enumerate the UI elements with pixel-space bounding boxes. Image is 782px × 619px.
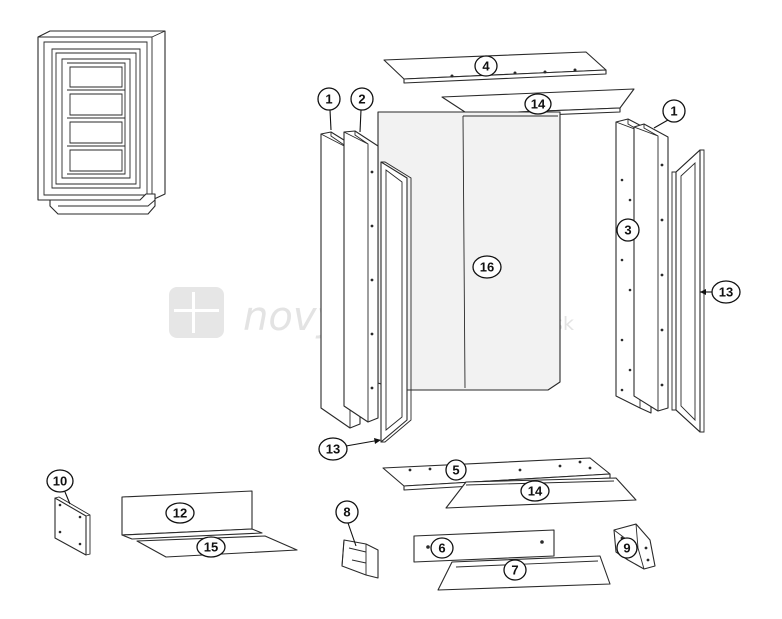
right-door xyxy=(671,149,705,433)
callout-7: 7 xyxy=(503,559,527,581)
callout-7-label: 7 xyxy=(511,563,518,578)
callout-14-top: 14 xyxy=(524,93,552,115)
callouts: 1 2 4 14 1 3 16 xyxy=(46,55,741,581)
callout-1-left-label: 1 xyxy=(325,92,332,107)
callout-6: 6 xyxy=(430,537,454,559)
assembled-cabinet-thumbnail xyxy=(37,30,166,215)
callout-4: 4 xyxy=(474,55,498,77)
callout-10-label: 10 xyxy=(53,474,67,489)
small-side-plate xyxy=(54,496,91,556)
callout-3: 3 xyxy=(616,218,640,242)
callout-14-top-label: 14 xyxy=(531,97,546,112)
callout-12-label: 12 xyxy=(173,506,187,521)
callout-8: 8 xyxy=(335,500,359,547)
callout-16-label: 16 xyxy=(480,260,494,275)
watermark-logo-mark xyxy=(169,287,224,338)
callout-13-right: 13 xyxy=(700,280,741,304)
callout-6-label: 6 xyxy=(438,541,445,556)
callout-5-label: 5 xyxy=(452,463,459,478)
callout-8-label: 8 xyxy=(343,505,350,520)
callout-10: 10 xyxy=(46,469,74,505)
callout-1-right: 1 xyxy=(653,99,686,129)
callout-2-label: 2 xyxy=(358,92,365,107)
callout-15-label: 15 xyxy=(204,540,218,555)
right-outer-side-panel xyxy=(633,123,669,412)
callout-16: 16 xyxy=(472,255,502,279)
left-divider-panel xyxy=(343,130,379,423)
left-door xyxy=(380,161,412,443)
callout-2: 2 xyxy=(350,87,374,133)
callout-5: 5 xyxy=(445,459,467,481)
callout-1-left: 1 xyxy=(317,87,341,131)
callout-15: 15 xyxy=(196,536,226,558)
callout-13-left: 13 xyxy=(318,437,381,461)
callout-9: 9 xyxy=(616,537,638,559)
callout-9-label: 9 xyxy=(623,541,630,556)
callout-12: 12 xyxy=(165,502,195,524)
callout-14-bottom: 14 xyxy=(520,480,550,502)
callout-14-bottom-label: 14 xyxy=(528,484,543,499)
foot-bracket xyxy=(341,539,379,579)
callout-13-left-label: 13 xyxy=(326,442,340,457)
callout-3-label: 3 xyxy=(624,223,631,238)
callout-4-label: 4 xyxy=(482,59,490,74)
callout-1-right-label: 1 xyxy=(670,104,677,119)
callout-13-right-label: 13 xyxy=(719,285,733,300)
